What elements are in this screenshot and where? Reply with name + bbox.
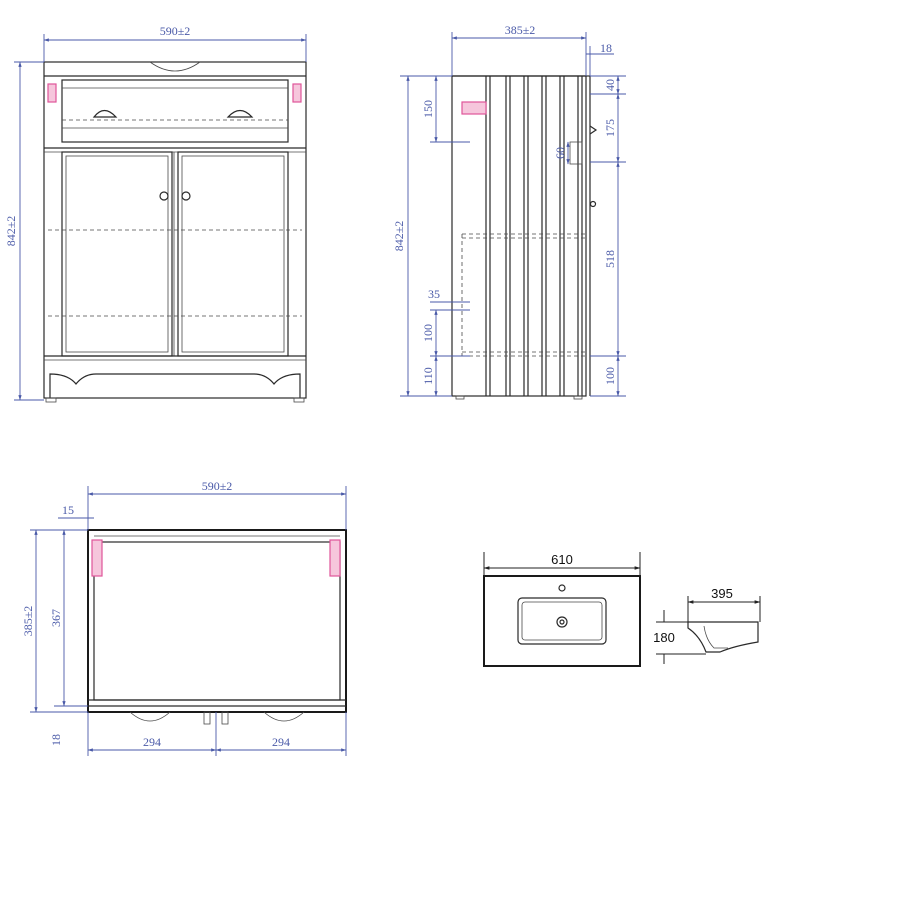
basin-top-view: 610 [483, 552, 641, 667]
side-left-plinth-label: 100 [421, 324, 435, 342]
side-handle-label: 60 [553, 147, 567, 159]
top-half-left-label: 294 [143, 735, 161, 749]
front-view: 590±2 842±2 [4, 24, 307, 403]
door-knob-left [159, 191, 169, 201]
side-height-label: 842±2 [392, 221, 406, 252]
top-back-label: 18 [49, 734, 63, 746]
drain-icon [556, 616, 568, 628]
top-side-label: 15 [62, 503, 74, 517]
basin-depth-label: 395 [711, 586, 733, 601]
top-view: 590±2 15 385±2 367 18 294 294 [21, 479, 347, 756]
drawer-handle-side [589, 125, 598, 135]
side-depth-label: 385±2 [505, 23, 536, 37]
side-top-offset-label: 18 [600, 41, 612, 55]
side-view: 385±2 18 842±2 150 35 100 110 40 175 [392, 23, 626, 400]
cabinet-outline [43, 61, 307, 399]
hinge-right [292, 83, 302, 103]
plinth [49, 373, 301, 398]
side-bottom-label: 110 [421, 367, 435, 385]
top-hinge-left [91, 539, 103, 577]
door-arc-right [263, 711, 305, 722]
door-right [177, 151, 289, 357]
basin-width-label: 610 [551, 552, 573, 567]
basin-height-label: 180 [653, 630, 675, 645]
door-left [61, 151, 173, 357]
door-knob-right [181, 191, 191, 201]
side-drawer-label: 150 [421, 100, 435, 118]
top-half-right-label: 294 [272, 735, 290, 749]
side-top-right-label: 40 [603, 79, 617, 91]
side-hinge [461, 101, 487, 115]
basin-bowl [517, 597, 607, 645]
tap-hole-icon [558, 584, 566, 592]
door-arc-left [129, 711, 171, 722]
top-width-label: 590±2 [202, 479, 233, 493]
side-lower-label: 518 [603, 250, 617, 268]
front-width-label: 590±2 [160, 24, 191, 38]
top-inner-depth-label: 367 [49, 609, 63, 627]
side-small-label: 35 [428, 287, 440, 301]
basin-outline [483, 575, 641, 667]
front-height-label: 842±2 [4, 216, 18, 247]
top-view-outline [87, 529, 347, 713]
hinge-left [47, 83, 57, 103]
side-upper-label: 175 [603, 119, 617, 137]
basin-side-view: 395 180 [653, 586, 761, 664]
drawer-front [61, 79, 289, 143]
side-right-bottom-label: 100 [603, 367, 617, 385]
side-outline [451, 75, 587, 397]
drawer-handle-right [226, 109, 254, 118]
knob-side [589, 200, 597, 208]
top-hinge-right [329, 539, 341, 577]
basin-side-profile [687, 621, 759, 653]
drawer-handle-left [92, 109, 118, 118]
basin-profile [149, 61, 201, 72]
top-depth-label: 385±2 [21, 606, 35, 637]
